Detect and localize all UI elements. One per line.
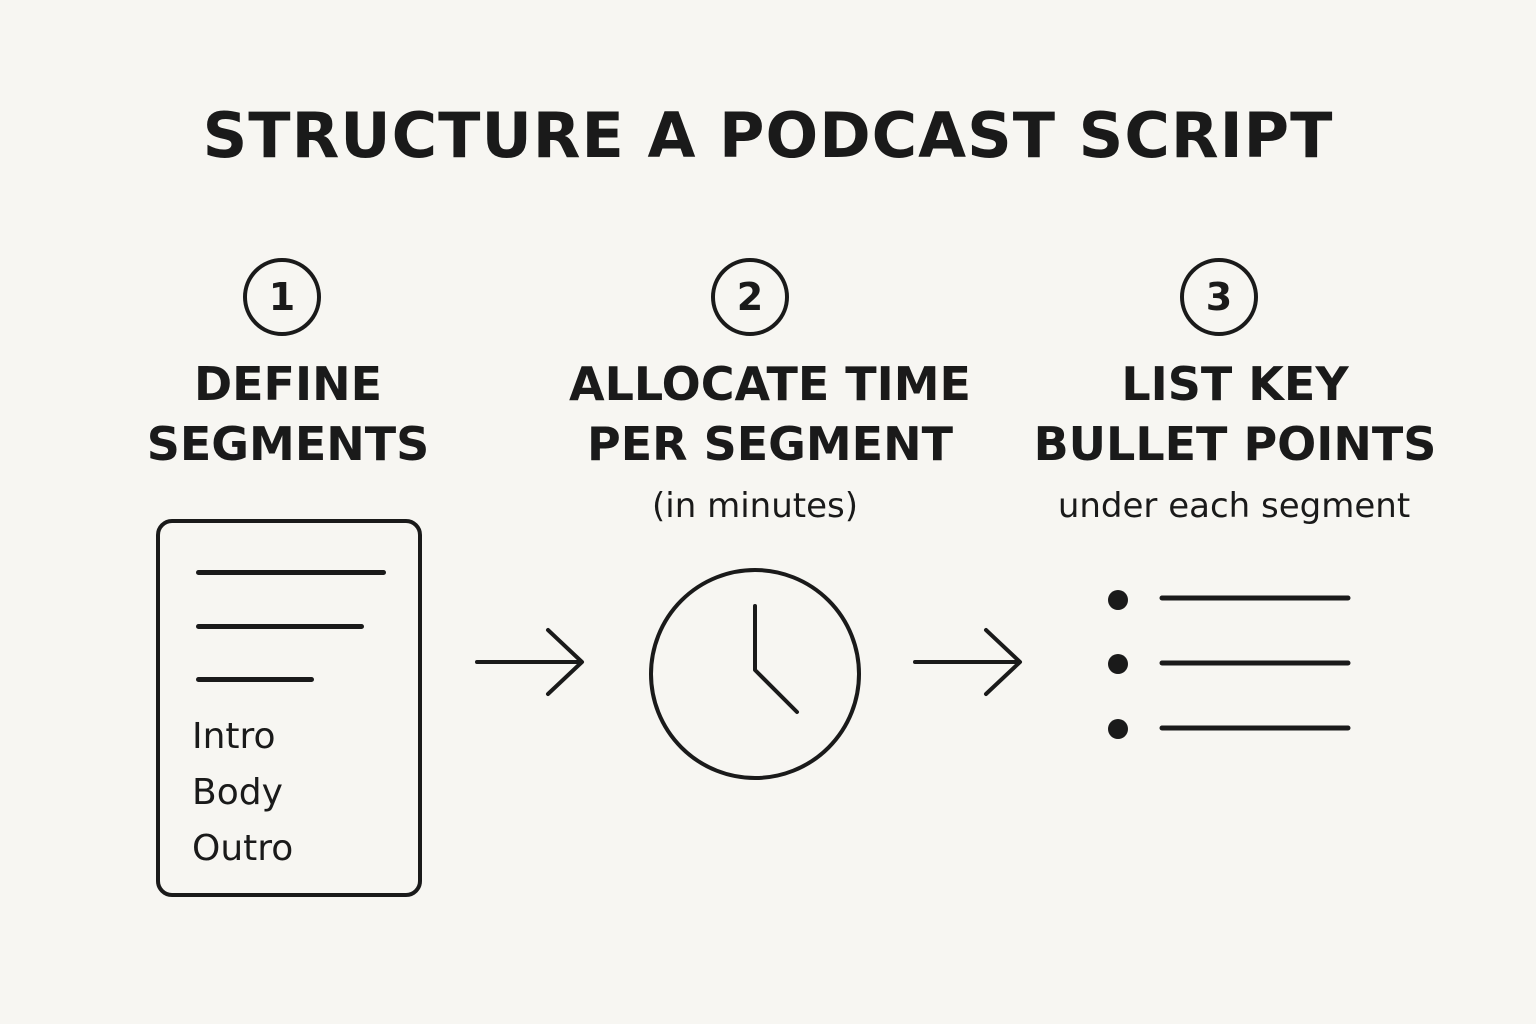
segment-label-outro: Outro [192,828,294,869]
step-3-heading-line-2: BULLET POINTS [1033,417,1437,471]
step-2-number-badge: 2 [711,258,789,336]
segment-label-body: Body [192,772,283,813]
clock-icon [649,568,861,780]
step-1-heading-line-1: DEFINE [193,357,383,411]
diagram-title: STRUCTURE A PODCAST SCRIPT [202,99,1334,172]
step-2-subtitle: (in minutes) [652,486,858,526]
bullet-list-icon [1108,590,1351,739]
step-3-heading: LIST KEY BULLET POINTS [1020,354,1450,474]
step-1-heading-line-2: SEGMENTS [146,417,430,471]
step-2-heading: ALLOCATE TIME PER SEGMENT [540,354,1000,474]
document-line-2 [196,624,364,629]
step-3-subtitle: under each segment [1057,486,1411,526]
step-1-heading: DEFINE SEGMENTS [88,354,488,474]
script-document-icon: Intro Body Outro [156,519,422,897]
step-3-heading-line-1: LIST KEY [1121,357,1349,411]
step-2-heading-line-2: PER SEGMENT [587,417,953,471]
document-line-1 [196,570,386,575]
document-line-3 [196,677,314,682]
step-1-number-badge: 1 [243,258,321,336]
step-3-number-badge: 3 [1180,258,1258,336]
arrow-right-icon [913,628,1022,696]
segment-label-intro: Intro [192,716,276,757]
arrow-right-icon [475,628,584,696]
step-2-heading-line-1: ALLOCATE TIME [569,357,971,411]
